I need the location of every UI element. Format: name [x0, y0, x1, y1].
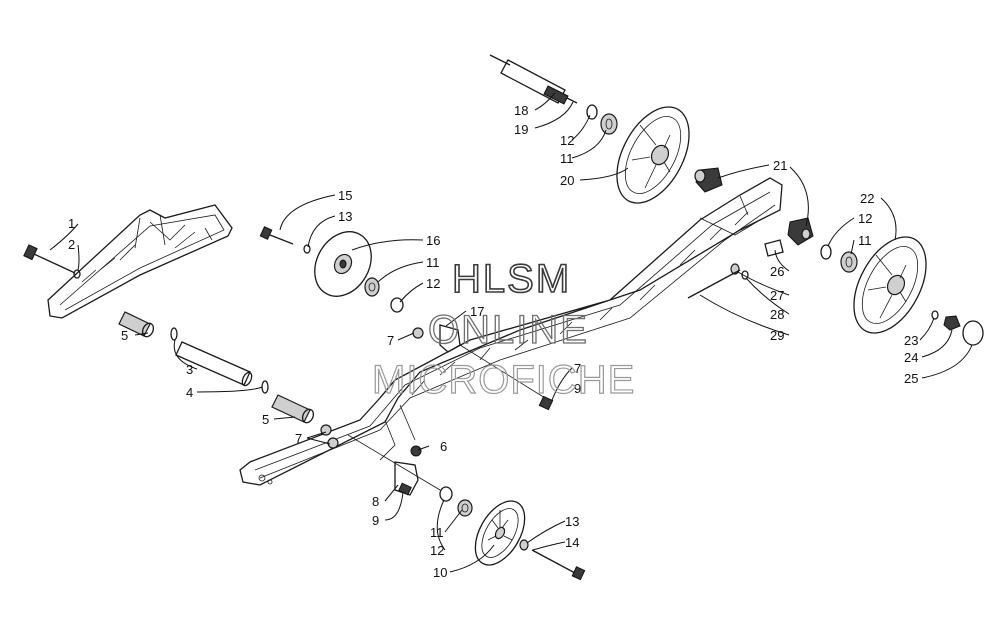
left-rail — [47, 204, 233, 319]
callout-7-mid: 7 — [387, 333, 394, 348]
callout-29: 29 — [770, 328, 784, 343]
callout-15: 15 — [338, 188, 352, 203]
callout-21: 21 — [773, 158, 787, 173]
callout-18: 18 — [514, 103, 528, 118]
washer-23 — [931, 310, 939, 320]
watermark-line-2: ONLINE — [428, 308, 589, 352]
wheel-16 — [314, 231, 372, 297]
spacer-5-top — [118, 311, 155, 338]
callout-24: 24 — [904, 350, 918, 365]
callout-13-lower: 13 — [565, 514, 579, 529]
bearing-11-right — [840, 251, 858, 273]
shaft-3 — [175, 341, 253, 387]
callout-23: 23 — [904, 333, 918, 348]
callout-2: 2 — [68, 237, 75, 252]
bearing-11-lower — [457, 499, 473, 517]
ring-12-right — [820, 244, 832, 260]
bolt-29 — [687, 269, 741, 299]
callout-19: 19 — [514, 122, 528, 137]
callout-4: 4 — [186, 385, 193, 400]
callout-11-top: 11 — [560, 151, 574, 166]
callout-20: 20 — [560, 173, 574, 188]
bolt-9-mid — [459, 344, 554, 411]
bolt-14 — [531, 549, 586, 581]
axle-housing-8 — [347, 434, 441, 496]
sleeve-26 — [764, 239, 784, 257]
hub-21b — [787, 217, 814, 246]
bolt-1 — [23, 244, 81, 279]
watermark-line-3: MICROFICHE — [372, 358, 635, 402]
bearing-11-top — [600, 113, 618, 135]
callout-5a: 5 — [121, 328, 128, 343]
bolt-15 — [259, 226, 294, 245]
ring-4-bottom — [261, 380, 269, 394]
callout-22: 22 — [860, 191, 874, 206]
callout-28: 28 — [770, 307, 784, 322]
wheel-20 — [616, 106, 690, 204]
bearing-11-upper — [364, 277, 380, 297]
ring-12-upper — [390, 297, 404, 313]
callout-9-lower: 9 — [372, 513, 379, 528]
callout-8: 8 — [372, 494, 379, 509]
washer-28 — [741, 270, 749, 280]
watermark-line-1: HLSM — [452, 257, 571, 301]
cap-25 — [962, 320, 984, 346]
callout-1: 1 — [68, 216, 75, 231]
callout-25: 25 — [904, 371, 918, 386]
nuts-7-lower — [320, 424, 339, 449]
nut-24 — [943, 315, 961, 331]
bolt-9-lower — [398, 482, 412, 496]
callout-10: 10 — [433, 565, 447, 580]
callout-5b: 5 — [262, 412, 269, 427]
leader-lines — [49, 92, 973, 573]
wheel-22 — [853, 236, 927, 334]
wheel-10 — [474, 500, 526, 566]
ring-12-top — [586, 104, 598, 120]
callout-12-top: 12 — [560, 133, 574, 148]
callout-16: 16 — [426, 233, 440, 248]
ring-4-top — [170, 327, 178, 341]
nut-6 — [410, 445, 422, 457]
main-rail — [239, 177, 783, 486]
spacer-5-bottom — [271, 394, 315, 424]
callout-12-right: 12 — [858, 211, 872, 226]
hub-21a — [694, 167, 723, 193]
callout-26: 26 — [770, 264, 784, 279]
shaft-18 — [489, 54, 578, 105]
callout-9-mid: 9 — [574, 381, 581, 396]
ring-12-lower — [439, 486, 453, 502]
washer-13-lower — [519, 539, 529, 551]
callout-14: 14 — [565, 535, 579, 550]
block-17 — [439, 324, 461, 353]
washer-13-upper — [303, 244, 311, 254]
callout-6: 6 — [440, 439, 447, 454]
callout-11-upper: 11 — [426, 255, 440, 270]
callout-labels: 1 2 3 4 5 5 7 6 8 9 11 12 10 13 14 15 13… — [68, 103, 918, 580]
callout-12-upper: 12 — [426, 276, 440, 291]
callout-12-lower: 12 — [430, 543, 444, 558]
callout-13-upper: 13 — [338, 209, 352, 224]
nut-7-mid — [412, 327, 424, 339]
callout-11-lower: 11 — [430, 525, 444, 540]
watermark: HLSM ONLINE MICROFICHE — [371, 256, 635, 402]
callout-3: 3 — [186, 362, 193, 377]
callout-7-lower: 7 — [295, 431, 302, 446]
callout-17: 17 — [470, 304, 484, 319]
callout-27: 27 — [770, 288, 784, 303]
callout-11-right: 11 — [858, 233, 872, 248]
callout-7-right: 7 — [574, 361, 581, 376]
